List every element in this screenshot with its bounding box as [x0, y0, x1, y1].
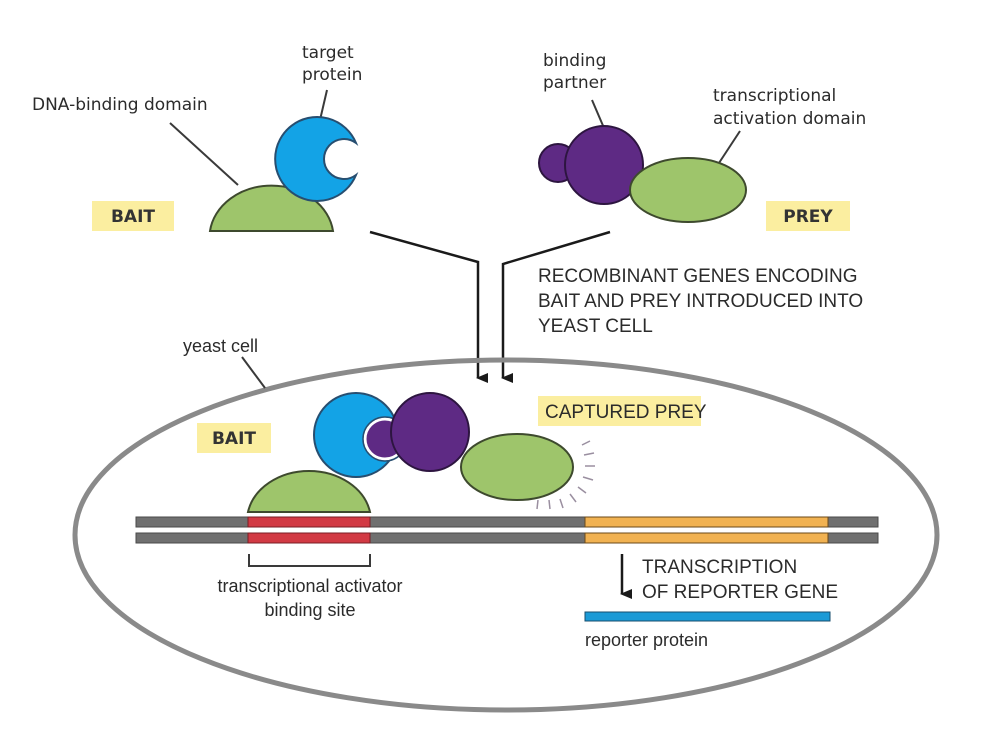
yeast-cell-label: yeast cell: [183, 336, 258, 356]
bait-top-label: BAIT: [111, 207, 155, 227]
bait-top-highlight: [92, 201, 174, 231]
yeast-cell-leader: [241, 356, 266, 389]
step-text-line-2: BAIT AND PREY INTRODUCED INTO: [538, 291, 863, 312]
reporter-gene-bottom: [584, 532, 829, 544]
binding-partner-large-lobe: [564, 125, 644, 205]
reporter-protein-bar: [584, 611, 831, 622]
captured-prey-highlight: [538, 396, 701, 426]
step-text-line-3: YEAST CELL: [538, 316, 653, 337]
reporter-gene-top: [584, 516, 829, 528]
prey-arrow: [501, 230, 611, 383]
target-protein-shape: [274, 116, 359, 202]
step-text-line-1: RECOMBINANT GENES ENCODING: [538, 266, 858, 287]
dna-binding-domain-leader: [169, 122, 239, 186]
activation-domain-label-1: transcriptional: [713, 86, 836, 106]
bait-arrow: [369, 230, 488, 383]
transcription-label-2: OF REPORTER GENE: [642, 582, 838, 603]
prey-top-highlight: [766, 201, 850, 231]
activator-binding-site-top: [247, 516, 371, 528]
dna-double-strand: [135, 516, 879, 544]
binding-partner-label-2: partner: [543, 73, 606, 93]
activation-glow-ticks: [536, 440, 595, 510]
activator-site-label-2: binding site: [264, 600, 355, 620]
activation-domain-leader: [716, 130, 741, 167]
binding-site-bracket: [248, 554, 371, 567]
activator-site-label-1: transcriptional activator: [217, 576, 402, 596]
activation-domain-shape: [629, 157, 747, 223]
dna-strand-top: [135, 516, 879, 528]
captured-prey-label: CAPTURED PREY: [545, 402, 707, 423]
dna-strand-bottom: [135, 532, 879, 544]
bait-prey-complex: BAIT CAPTURED PREY: [197, 392, 707, 513]
activator-binding-site-bottom: [247, 532, 371, 544]
yeast-cell-membrane: [72, 357, 940, 713]
inside-binding-partner-large: [390, 392, 470, 472]
target-protein-leader: [319, 89, 328, 121]
introduction-arrows: [369, 230, 611, 383]
inside-dna-binding-domain: [246, 470, 372, 513]
activation-domain-label-2: activation domain: [713, 109, 866, 129]
binding-partner-leader: [591, 99, 605, 129]
bait-bottom-highlight: [197, 423, 271, 453]
target-protein-label-2: protein: [302, 65, 362, 85]
bait-bottom-label: BAIT: [212, 429, 256, 449]
target-protein-label-1: target: [302, 43, 354, 63]
transcription-label-1: TRANSCRIPTION: [642, 557, 797, 578]
reporter-protein-label: reporter protein: [585, 630, 708, 650]
inside-activation-domain: [460, 433, 574, 501]
prey-top-label: PREY: [783, 207, 833, 227]
dna-binding-domain-label: DNA-binding domain: [32, 95, 208, 115]
prey-top-group: PREY binding partner transcriptional act…: [538, 51, 866, 231]
bait-top-group: BAIT DNA-binding domain target protein: [32, 43, 362, 232]
binding-partner-label-1: binding: [543, 51, 606, 71]
